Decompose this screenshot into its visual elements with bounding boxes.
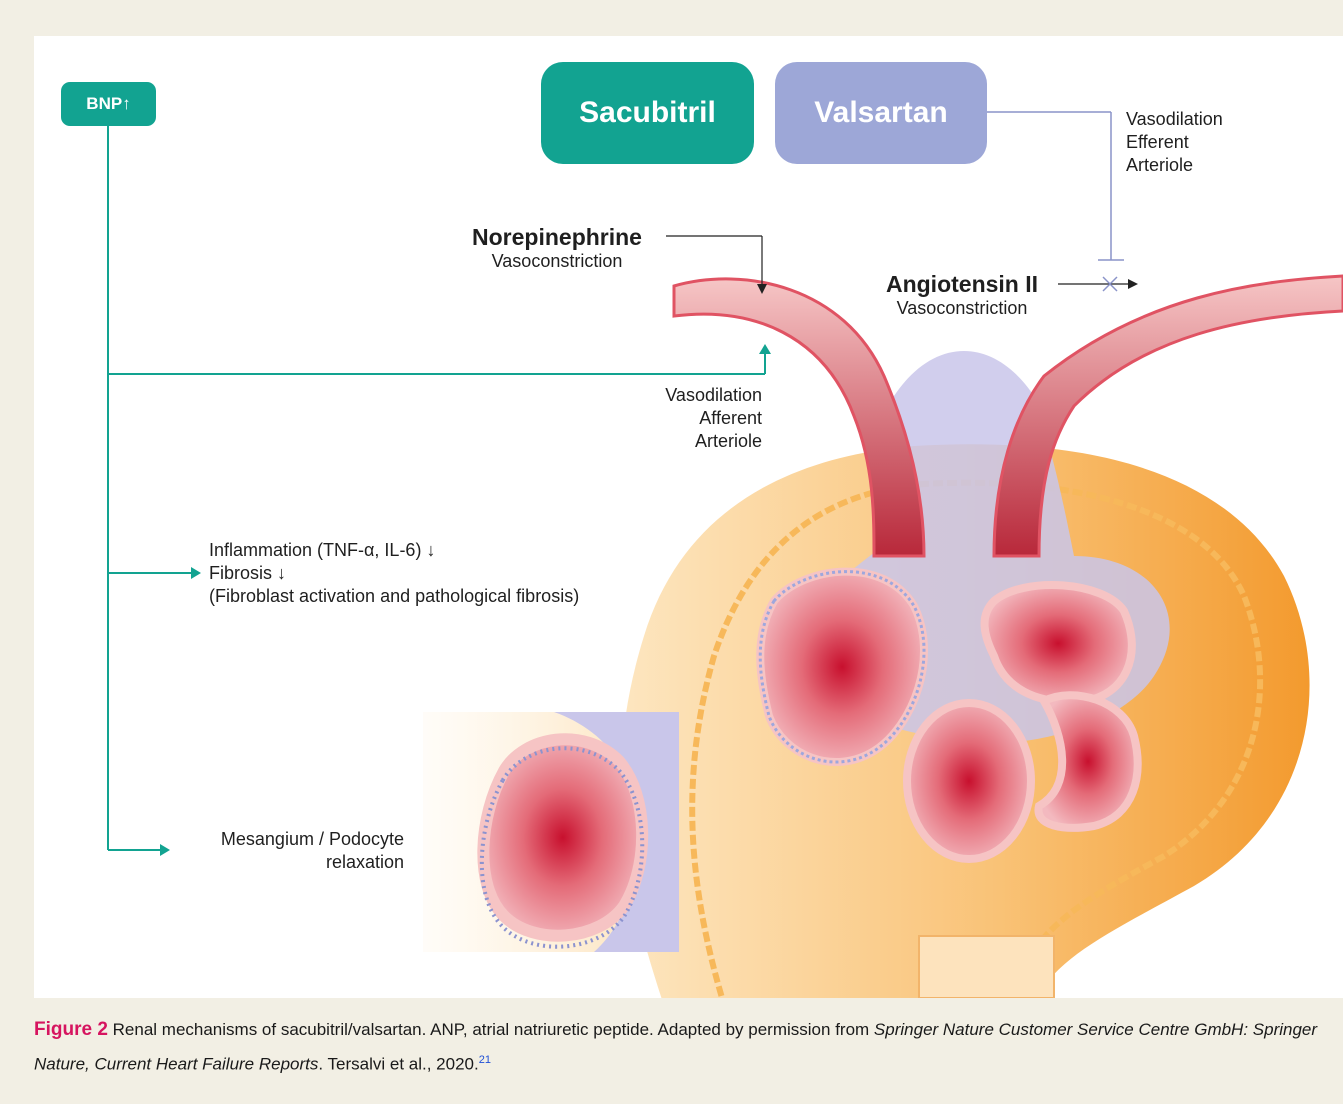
valsartan-box: Valsartan (775, 62, 987, 164)
angiotensin-label: Angiotensin II Vasoconstriction (872, 271, 1052, 320)
sacubitril-box: Sacubitril (541, 62, 754, 164)
figure-caption: Figure 2 Renal mechanisms of sacubitril/… (34, 1014, 1343, 1080)
figure-label: Figure 2 (34, 1019, 108, 1040)
arrow-fibrosis (191, 567, 201, 579)
caption-text: Renal mechanisms of sacubitril/valsartan… (113, 1020, 874, 1039)
figure-panel: Sacubitril Valsartan BNP↑ Vasodilation E… (34, 36, 1343, 998)
bnp-box: BNP↑ (61, 82, 156, 126)
mesangium-label: Mesangium / Podocyte relaxation (184, 828, 404, 874)
tubule (919, 936, 1054, 998)
reference-link[interactable]: 21 (479, 1054, 491, 1066)
afferent-effect-label: Vasodilation Afferent Arteriole (632, 384, 762, 453)
valsartan-effect-label: Vasodilation Efferent Arteriole (1126, 108, 1223, 177)
inflammation-fibrosis-label: Inflammation (TNF-α, IL-6) ↓ Fibrosis ↓ … (209, 539, 579, 608)
arrow-mesangium (160, 844, 170, 856)
valsartan-inhibition (987, 112, 1124, 260)
norepinephrine-label: Norepinephrine Vasoconstriction (452, 224, 662, 273)
arrow-afferent (759, 344, 771, 354)
zoom-inset (423, 712, 679, 952)
caption-text-2: . Tersalvi et al., 2020. (318, 1055, 478, 1074)
